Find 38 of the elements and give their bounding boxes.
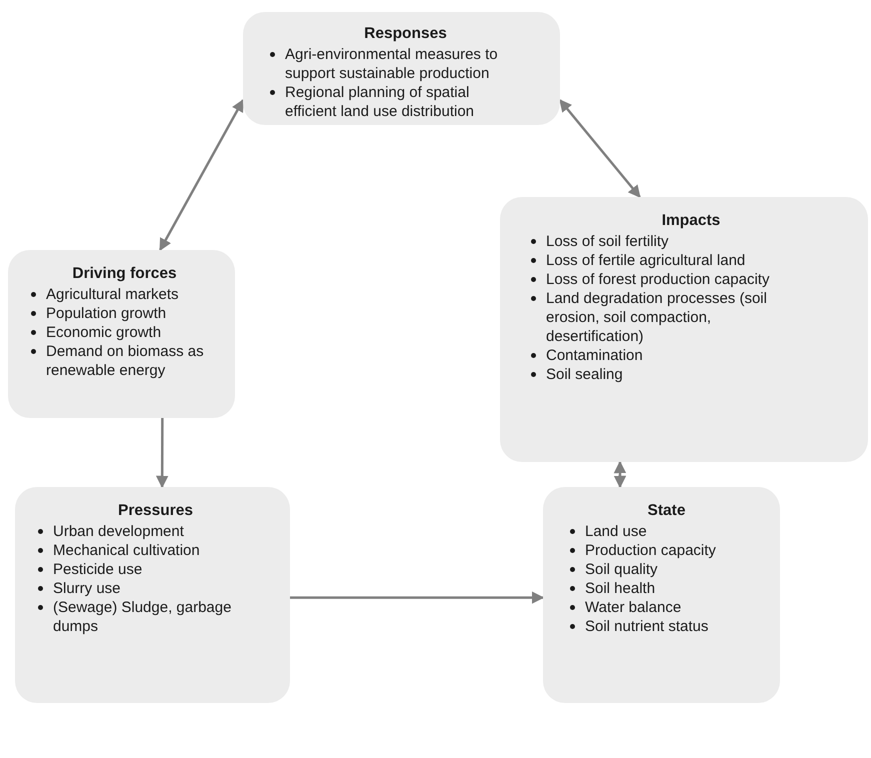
- list-text: Population growth: [46, 305, 166, 322]
- arrow: [156, 418, 168, 488]
- list-text: Soil sealing: [546, 366, 623, 383]
- list-text: Water balance: [585, 599, 682, 616]
- list-text: Soil quality: [585, 561, 658, 578]
- box-heading: Driving forces: [71, 264, 178, 283]
- box-heading: Responses: [363, 24, 448, 43]
- box-heading: Impacts: [660, 211, 722, 230]
- list-text: Urban development: [53, 523, 184, 540]
- arrow: [559, 99, 641, 198]
- rounded-box: [543, 487, 780, 703]
- list-text: Soil health: [585, 580, 656, 597]
- rounded-box: [15, 487, 290, 703]
- box-heading: Pressures: [117, 501, 194, 520]
- box-heading: State: [646, 501, 686, 520]
- list-text: Pesticide use: [53, 561, 142, 578]
- list-text: Mechanical cultivation: [53, 542, 200, 559]
- list-text: Loss of forest production capacity: [546, 271, 770, 288]
- list-text: Regional planning of spatial efficient land use distribution: [285, 84, 474, 120]
- list-text: Slurry use: [53, 580, 121, 597]
- list-text: Land use: [585, 523, 647, 540]
- list-text: Loss of fertile agricultural land: [546, 252, 746, 269]
- arrow: [614, 460, 626, 488]
- rounded-box: [500, 197, 868, 462]
- list-text: Production capacity: [585, 542, 716, 559]
- list-text: Loss of soil fertility: [546, 233, 669, 250]
- list-text: Land degradation processes (soil erosion, soil compaction, desertification): [546, 290, 767, 345]
- arrow: [159, 99, 244, 252]
- list-text: (Sewage) Sludge, garbage dumps: [53, 599, 232, 635]
- list-text: Contamination: [546, 347, 643, 364]
- rounded-box: [243, 12, 560, 125]
- list-text: Economic growth: [46, 324, 162, 341]
- rounded-box: [8, 250, 235, 418]
- arrow: [290, 591, 544, 604]
- list-text: Demand on biomass as renewable energy: [46, 343, 204, 379]
- list-text: Agri-environmental measures to support sustainable production: [285, 46, 498, 82]
- list-text: Agricultural markets: [46, 286, 179, 303]
- list-text: Soil nutrient status: [585, 618, 708, 635]
